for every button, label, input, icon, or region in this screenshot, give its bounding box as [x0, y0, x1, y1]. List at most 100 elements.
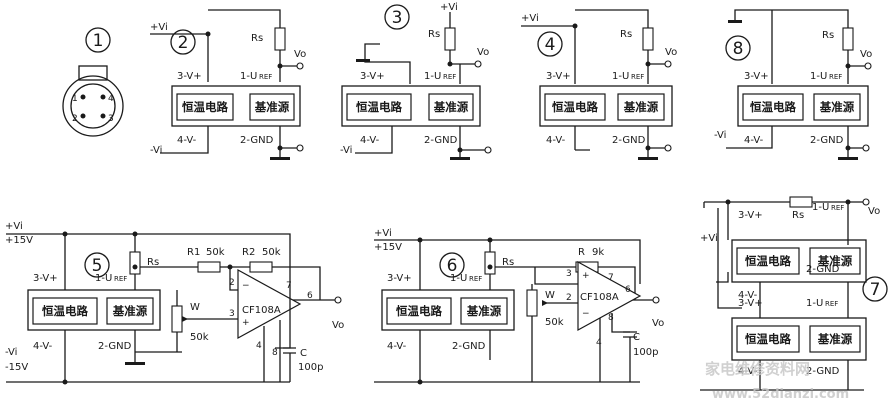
r2-label: R2	[242, 247, 255, 258]
opamp-pin-4: 4	[256, 341, 262, 351]
pot-value: 50k	[545, 317, 564, 328]
opamp-pin-2: 2	[566, 293, 572, 303]
block-heater	[386, 297, 452, 325]
ref-subscript: REF	[443, 73, 456, 81]
watermark: 家电维修资料网 www.52dianzi.com	[705, 360, 849, 402]
pin4-label: 4-V-	[360, 135, 380, 146]
block-reference	[809, 247, 861, 275]
ground-symbol	[270, 157, 290, 160]
ref-subscript: REF	[829, 73, 842, 81]
r1-label: R1	[187, 247, 200, 258]
watermark-title: 家电维修资料网	[705, 360, 810, 378]
block-reference-text: 基准源	[817, 332, 853, 346]
vo-label: Vo	[294, 49, 306, 60]
minus15-label: -15V	[5, 362, 28, 373]
pin3-label: 3-V+	[33, 273, 58, 284]
ref-subscript: REF	[469, 275, 482, 283]
opamp-pin-2: 2	[229, 278, 235, 288]
pin2-label-lower: 2-GND	[806, 366, 840, 377]
cap-label: C	[300, 348, 307, 359]
block-reference	[809, 325, 861, 353]
ground-symbol	[450, 157, 470, 160]
figure-number-5: 5	[92, 256, 103, 276]
figure-number-7: 7	[870, 280, 881, 300]
ic-package	[341, 85, 481, 127]
opamp-minus: −	[242, 281, 250, 291]
ref-subscript: REF	[259, 73, 272, 81]
panel-6: 6 +Vi +15V Rs R 9k 恒温电路 基准源 3-V+ 1-U REF…	[374, 228, 664, 385]
block-reference-text: 基准源	[623, 100, 659, 114]
block-heater	[176, 93, 234, 121]
ref-subscript: REF	[831, 204, 844, 212]
pin4-label: 4-V-	[387, 341, 407, 352]
opamp-pin-4: 4	[596, 338, 602, 348]
block-heater-text: 恒温电路	[745, 332, 791, 346]
panel-5: 5 +Vi +15V -Vi -15V Rs R1 50k R2 50k 恒温电…	[5, 221, 344, 385]
block-heater	[32, 297, 98, 325]
block-heater-text: 恒温电路	[750, 100, 796, 114]
pin3-label: 3-V+	[387, 273, 412, 284]
vi-pos-label: +Vi	[440, 2, 458, 13]
pin4-label: 4-V-	[744, 135, 764, 146]
ground-symbol	[356, 59, 370, 62]
resistor-rs	[484, 251, 496, 275]
block-heater-text: 恒温电路	[356, 100, 402, 114]
pin3-label-lower: 3-V+	[738, 298, 763, 309]
rs-label: Rs	[428, 29, 440, 40]
rs-label: Rs	[620, 29, 632, 40]
pinout-outer-ring	[62, 75, 124, 137]
opamp-plus: +	[242, 318, 250, 328]
ic-package-top	[731, 239, 867, 283]
ic-package	[27, 289, 161, 331]
pin2-label: 2-GND	[424, 135, 458, 146]
rs-label: Rs	[147, 257, 159, 268]
pin1-label: 1-U	[424, 71, 441, 82]
resistor-r1	[197, 261, 221, 273]
pin3-label: 3-V+	[546, 71, 571, 82]
vo-label: Vo	[860, 49, 872, 60]
block-reference-text: 基准源	[433, 100, 469, 114]
rs-label: Rs	[502, 257, 514, 268]
r-label: R	[578, 247, 585, 258]
figure-number-2: 2	[178, 33, 189, 53]
resistor-rs	[129, 251, 141, 275]
pinout-label-3: 3	[108, 114, 114, 124]
pin2-label: 2-GND	[452, 341, 486, 352]
figure-number-8: 8	[733, 39, 744, 59]
resistor-r2	[249, 261, 273, 273]
ic-package	[171, 85, 301, 127]
ic-package	[539, 85, 673, 127]
plus15-label: +15V	[374, 242, 402, 253]
pinout-inner-ring	[70, 83, 116, 129]
opamp-cf108a	[577, 260, 642, 332]
block-reference-text: 基准源	[817, 254, 853, 268]
block-reference-text: 基准源	[112, 304, 148, 318]
panel-8: 8 Rs Vo 恒温电路 基准源 3-V+ 1-U REF 4-V- 2-GND…	[714, 9, 872, 160]
pin4-label: 4-V-	[546, 135, 566, 146]
panel-4: 4 +Vi Rs Vo 恒温电路 基准源 3-V+ 1-U REF 4-V- 2…	[521, 9, 677, 160]
rs-label: Rs	[822, 30, 834, 41]
block-heater-text: 恒温电路	[745, 254, 791, 268]
block-heater-text: 恒温电路	[552, 100, 598, 114]
vi-neg-label: -Vi	[150, 145, 162, 156]
pin1-label: 1-U	[612, 71, 629, 82]
vo-label: Vo	[652, 318, 664, 329]
resistor-rs	[789, 196, 813, 208]
block-reference	[106, 297, 154, 325]
ref-subscript-lower: REF	[825, 300, 838, 308]
pin-dot-1	[80, 94, 86, 100]
vo-label: Vo	[665, 47, 677, 58]
pin2-label: 2-GND	[810, 135, 844, 146]
rs-label: Rs	[251, 33, 263, 44]
ic-package	[381, 289, 515, 331]
block-heater	[346, 93, 412, 121]
capacitor-c	[623, 331, 637, 382]
opamp-pin-3: 3	[229, 309, 235, 319]
block-reference	[249, 93, 295, 121]
pinout-key	[78, 65, 108, 81]
pin3-label: 3-V+	[177, 71, 202, 82]
vo-label: Vo	[868, 206, 880, 217]
potentiometer-w	[526, 289, 538, 317]
block-heater	[742, 93, 804, 121]
